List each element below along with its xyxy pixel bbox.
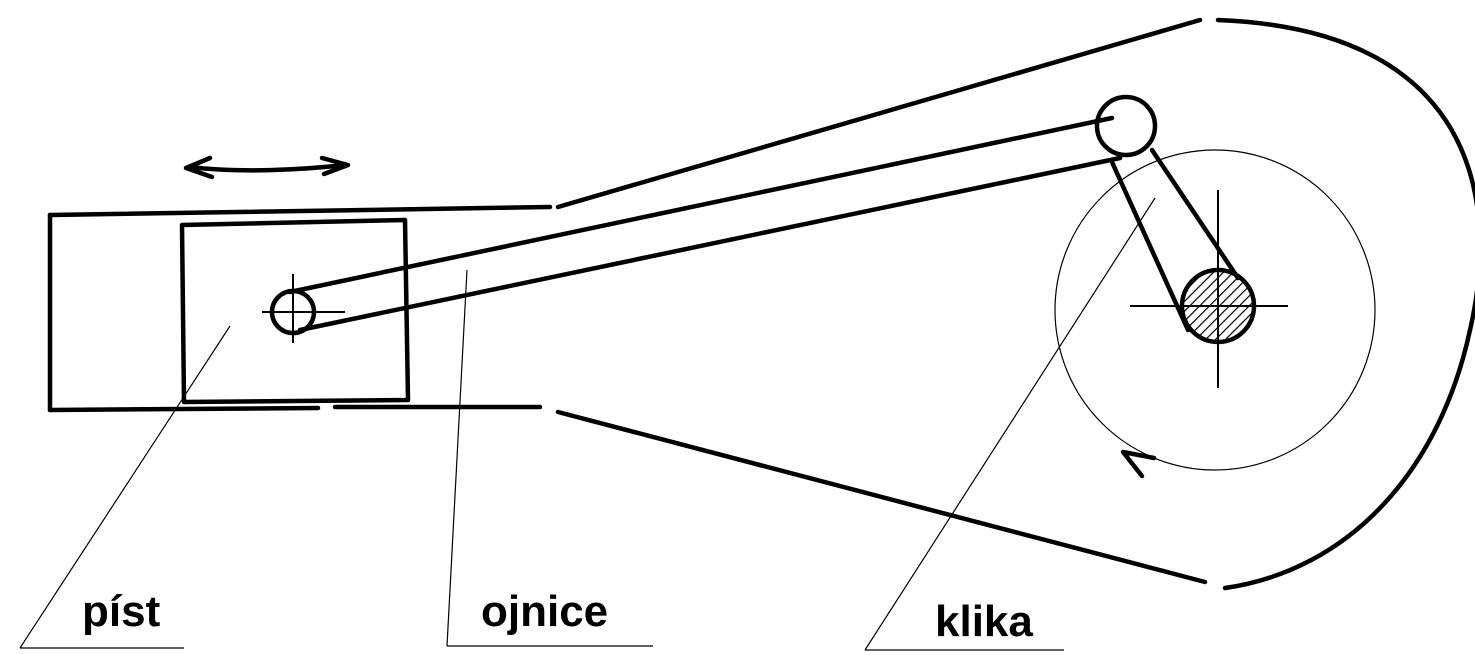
double-arrow-icon [183,155,351,180]
wrist-pin [262,274,345,343]
cylinder-housing [47,204,553,413]
rotation-arrow-icon [1120,449,1157,479]
crank-path-circle [1054,149,1376,471]
label-piston: píst [82,587,161,636]
crank-arm [1109,147,1241,333]
leader-lines [19,197,1156,651]
crank-pin [1094,94,1158,158]
connecting-rod [287,115,1123,333]
crankcase-outline [555,17,1475,591]
main-shaft [1130,190,1288,388]
piston [179,217,411,405]
label-connecting-rod: ojnice [481,587,608,636]
label-crank: klika [935,597,1033,646]
